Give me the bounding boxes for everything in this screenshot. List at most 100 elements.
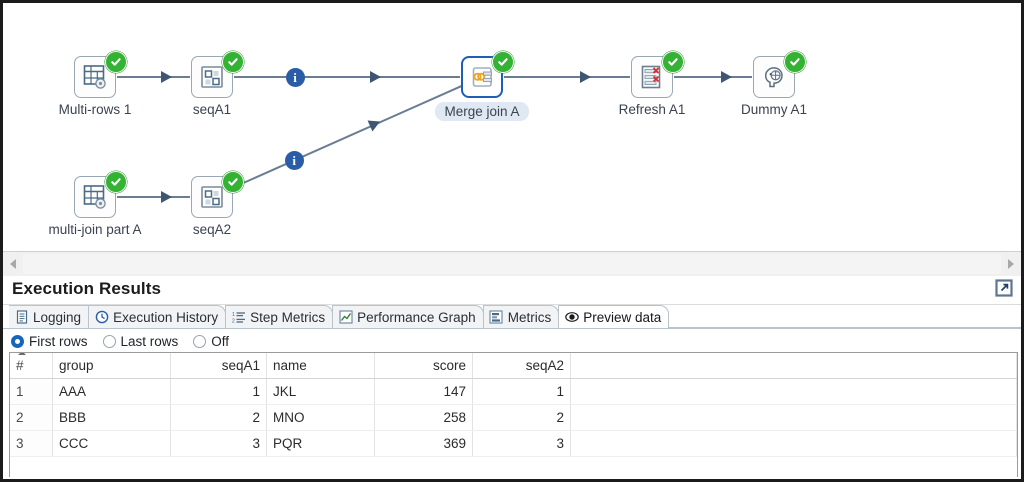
node-label-text: Dummy A1 [740,102,808,117]
tab-metrics[interactable]: Metrics [482,305,560,328]
column-header-seqa2[interactable]: seqA2 [472,353,571,379]
hop-connector[interactable] [504,76,630,78]
tab-preview-data[interactable]: Preview data [558,305,670,328]
svg-text:1: 1 [232,312,235,318]
radio-indicator[interactable] [193,335,207,348]
tab-label: Step Metrics [250,309,326,325]
clock-icon [94,310,109,325]
merge-join-icon [461,56,503,98]
execution-results-header: Execution Results [3,276,1021,305]
node-label: seqA2 [132,222,292,237]
success-check-icon [784,51,806,73]
table-cell[interactable]: 258 [374,404,473,431]
tab-label: Performance Graph [357,309,476,325]
table-cell[interactable]: 369 [374,430,473,457]
hop-connector[interactable] [117,76,190,78]
radio-indicator[interactable] [102,335,116,348]
node-label: Refresh A1 [572,102,732,117]
column-header-label: score [432,358,466,373]
node-label-text: seqA2 [192,222,232,237]
hop-arrow-icon [160,70,172,83]
radio-last-rows[interactable]: Last rows [102,334,178,349]
sequence-icon [191,56,233,98]
node-label-text: seqA1 [192,102,232,117]
column-header-group[interactable]: group [52,353,171,379]
column-header-seqa1[interactable]: seqA1 [170,353,267,379]
table-cell[interactable]: 1 [170,378,267,405]
radio-label: Off [211,334,230,349]
radio-first-rows[interactable]: First rows [11,334,88,349]
sequence-icon [191,176,233,218]
hop-connector[interactable] [117,196,190,198]
table-cell[interactable]: CCC [52,430,171,457]
row-index-cell: 3 [10,430,53,457]
table-cell[interactable]: 1 [472,378,571,405]
hop-arrow-icon [160,190,172,203]
column-header-filler [570,353,1017,379]
scroll-right-icon[interactable] [1001,253,1021,275]
radio-label: First rows [29,334,88,349]
table-cell[interactable]: JKL [266,378,375,405]
table-cell[interactable]: MNO [266,404,375,431]
tab-execution-history[interactable]: Execution History [88,305,227,328]
hop-info-icon[interactable]: i [285,67,305,87]
hop-connector[interactable] [231,85,463,189]
table-cell[interactable]: BBB [52,404,171,431]
success-check-icon [222,171,244,193]
radio-indicator[interactable] [11,335,24,348]
table-cell[interactable]: 147 [374,378,473,405]
node-label: Merge join A [402,102,562,121]
scrollbar-track[interactable] [23,254,1001,274]
table-cell[interactable]: AAA [52,378,171,405]
hop-connector[interactable] [674,76,752,78]
column-header-index[interactable]: # [10,353,53,379]
row-index-cell: 2 [10,404,53,431]
scroll-left-icon[interactable] [3,253,23,275]
logging-icon [14,310,29,325]
hop-info-icon[interactable]: i [284,150,304,170]
node-label: Multi-rows 1 [15,102,175,117]
canvas-horizontal-scrollbar[interactable] [3,251,1021,277]
page-title: Execution Results [12,279,162,298]
node-label-text: Merge join A [435,102,529,121]
table-cell[interactable]: PQR [266,430,375,457]
hop-arrow-icon [579,70,591,83]
column-header-name[interactable]: name [266,353,375,379]
tab-logging[interactable]: Logging [9,305,90,328]
preview-data-icon [564,310,579,325]
row-index-cell: 1 [10,378,53,405]
execution-results-panel: Execution Results Logging Execution Histo… [3,276,1021,479]
maximize-icon[interactable] [993,277,1015,299]
table-gear-icon [74,56,116,98]
node-label-text: multi-join part A [48,222,142,237]
table-cell[interactable]: 3 [170,430,267,457]
column-header-score[interactable]: score [374,353,473,379]
tab-label: Metrics [507,309,552,325]
dummy-head-icon [753,56,795,98]
tabbar-filler [668,305,1021,328]
column-header-label: seqA2 [525,358,564,373]
hop-connector[interactable] [234,76,460,78]
table-cell[interactable]: 3 [472,430,571,457]
performance-graph-icon [338,310,353,325]
radio-off[interactable]: Off [193,334,229,349]
index-header-label: # [16,358,24,373]
tab-label: Logging [33,309,82,325]
success-check-icon [105,171,127,193]
column-header-label: name [273,358,307,373]
tab-performance-graph[interactable]: Performance Graph [332,305,484,328]
row-mode-radio-group[interactable]: First rows Last rows Off [3,329,1021,354]
table-cell[interactable]: 2 [472,404,571,431]
table-cell[interactable]: 2 [170,404,267,431]
tab-label: Execution History [113,309,219,325]
